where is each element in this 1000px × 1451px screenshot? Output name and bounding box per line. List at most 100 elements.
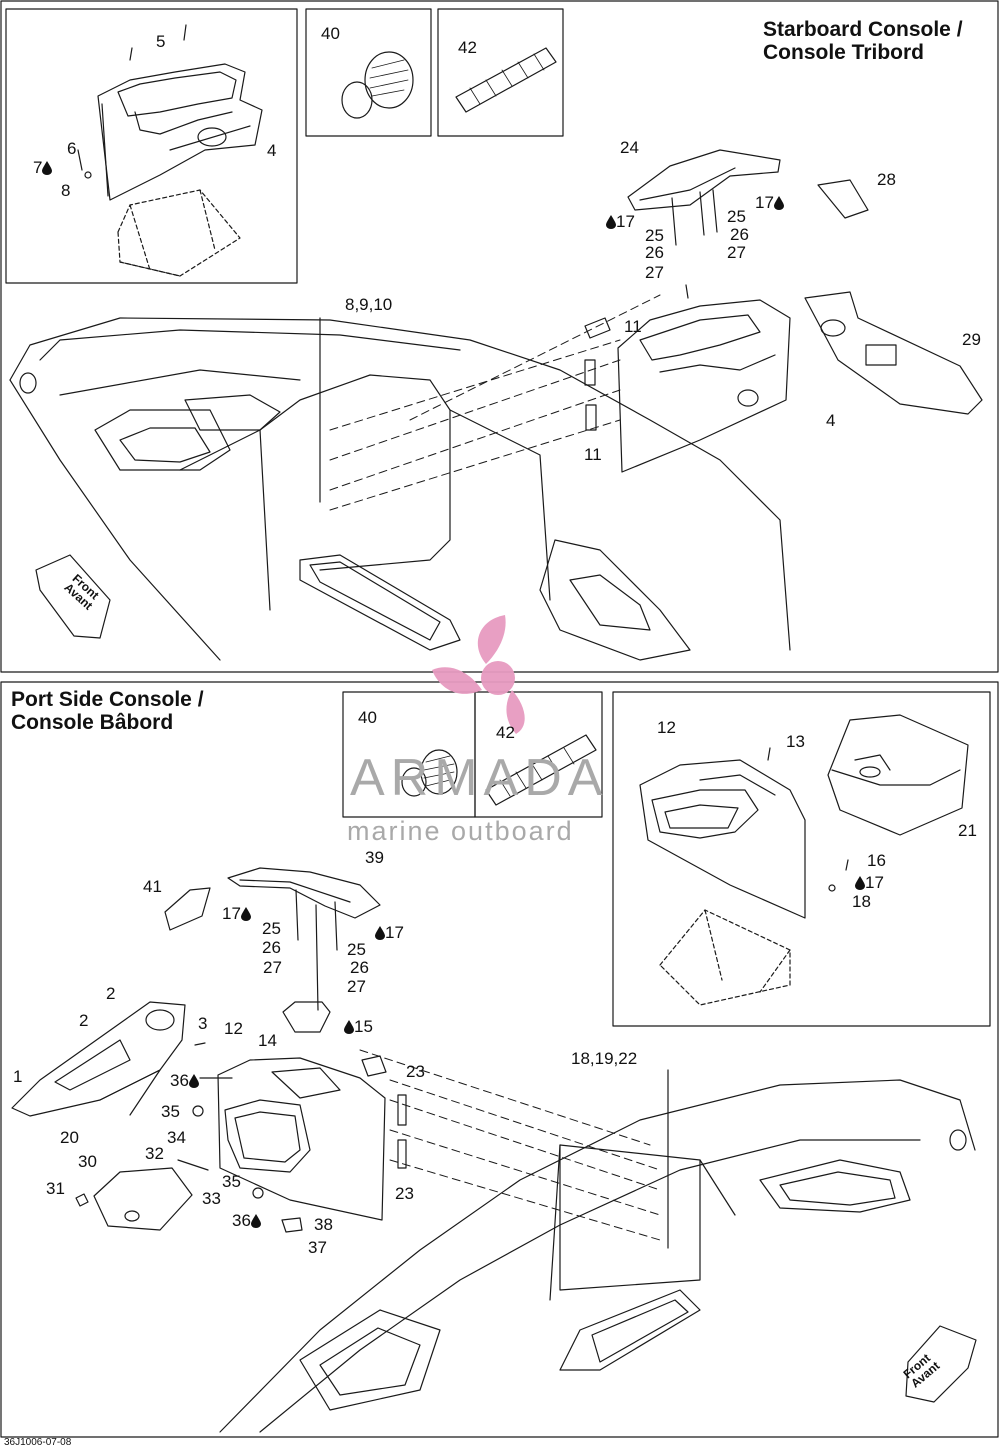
part-label-34: 34 [167, 1129, 186, 1146]
port-title-line1: Port Side Console / [11, 688, 204, 711]
part-number: 35 [222, 1172, 241, 1191]
adhesive-drop-icon [188, 1074, 199, 1088]
part-label-26: 26 [262, 939, 281, 956]
part-number: 4 [826, 411, 836, 430]
part-label-17: 17 [606, 213, 635, 230]
latch-31 [75, 1193, 89, 1207]
part-number: 20 [60, 1128, 79, 1147]
part-number: 23 [406, 1062, 425, 1081]
part-number: 42 [496, 723, 515, 742]
part-label-24: 24 [620, 139, 639, 156]
part-number: 35 [161, 1102, 180, 1121]
part-number: 12 [657, 718, 676, 737]
screw-3 [194, 1042, 206, 1046]
part-label-8: 8 [61, 182, 70, 199]
part-number: 13 [786, 732, 805, 751]
part-number: 2 [106, 984, 116, 1003]
part-label-21: 21 [958, 822, 977, 839]
part-label-26: 26 [350, 959, 369, 976]
part-number: 25 [262, 919, 281, 938]
part-label-17: 17 [755, 194, 784, 211]
watermark-tagline: marine outboard [347, 816, 574, 846]
part-label-27: 27 [727, 244, 746, 261]
part-label-25: 25 [262, 920, 281, 937]
side-panel-29 [804, 291, 983, 415]
part-label-42: 42 [458, 39, 477, 56]
port-console-12 [199, 1057, 386, 1221]
part-number: 40 [321, 24, 340, 43]
part-label-28: 28 [877, 171, 896, 188]
part-label-36: 36 [170, 1072, 199, 1089]
part-label-17: 17 [222, 905, 251, 922]
part-label-3: 3 [198, 1015, 207, 1032]
adhesive-drop-icon [250, 1214, 261, 1228]
part-label-17: 17 [375, 924, 404, 941]
part-number: 7 [33, 158, 43, 177]
part-label-33: 33 [202, 1190, 221, 1207]
starboard-title: Starboard Console / Console Tribord [763, 18, 963, 64]
part-label-35: 35 [222, 1173, 241, 1190]
starboard-inset-tube-frame [437, 8, 564, 137]
port-title: Port Side Console / Console Bâbord [11, 688, 204, 734]
part-number: 29 [962, 330, 981, 349]
part-number: 21 [958, 821, 977, 840]
part-label-42: 42 [496, 724, 515, 741]
part-label-12: 12 [224, 1020, 243, 1037]
part-number: 26 [262, 938, 281, 957]
flex-tube-42-top [455, 47, 557, 113]
adhesive-drop-icon [606, 215, 616, 229]
adhesive-drop-icon [773, 196, 784, 210]
part-label-36: 36 [232, 1212, 261, 1229]
part-number: 26 [730, 225, 749, 244]
part-label-37: 37 [308, 1239, 327, 1256]
vent-cap-40-bottom [401, 749, 458, 797]
part-number: 27 [347, 977, 366, 996]
starboard-title-line2: Console Tribord [763, 41, 925, 64]
part-label-23: 23 [406, 1063, 425, 1080]
starboard-boat-hull [9, 317, 791, 661]
glovebox-door-30 [93, 1167, 193, 1231]
part-number: 23 [395, 1184, 414, 1203]
part-label-25: 25 [645, 227, 664, 244]
port-lid-39 [227, 867, 381, 1011]
part-number: 2 [79, 1011, 89, 1030]
part-number: 24 [620, 138, 639, 157]
part-label-40: 40 [321, 25, 340, 42]
part-number: 8 [61, 181, 71, 200]
adhesive-drop-icon [344, 1020, 354, 1034]
strip-23c [397, 1139, 407, 1169]
part-label-32: 32 [145, 1145, 164, 1162]
part-number: 5 [156, 32, 166, 51]
part-label-40: 40 [358, 709, 377, 726]
adhesive-drop-icon [855, 876, 865, 890]
pad-28 [817, 179, 869, 219]
part-number: 18,19,22 [571, 1049, 638, 1068]
port-inset-tube-frame [474, 691, 603, 818]
starboard-lid-24 [627, 149, 781, 246]
part-label-1: 1 [13, 1068, 22, 1085]
adhesive-drop-icon [42, 161, 53, 175]
part-35a [192, 1105, 204, 1117]
part-number: 4 [267, 141, 277, 160]
starboard-assembly-lines [329, 294, 661, 511]
part-number: 17 [755, 193, 774, 212]
part-number: 15 [354, 1017, 373, 1036]
part-number: 17 [865, 873, 884, 892]
part-number: 17 [616, 212, 635, 231]
part-number: 25 [645, 226, 664, 245]
part-number: 11 [584, 445, 602, 464]
part-label-27: 27 [347, 978, 366, 995]
part-label-4: 4 [267, 142, 276, 159]
part-number: 36 [170, 1071, 189, 1090]
adhesive-drop-icon [240, 907, 251, 921]
starboard-inset-frame [5, 8, 298, 284]
part-label-7: 7 [33, 158, 53, 177]
part-label-18: 18 [852, 893, 871, 910]
part-label-2: 2 [79, 1012, 88, 1029]
console-cup-21 [827, 714, 969, 836]
starboard-panel-frame [0, 0, 999, 673]
part-number: 41 [143, 877, 162, 896]
part-number: 27 [645, 263, 664, 282]
